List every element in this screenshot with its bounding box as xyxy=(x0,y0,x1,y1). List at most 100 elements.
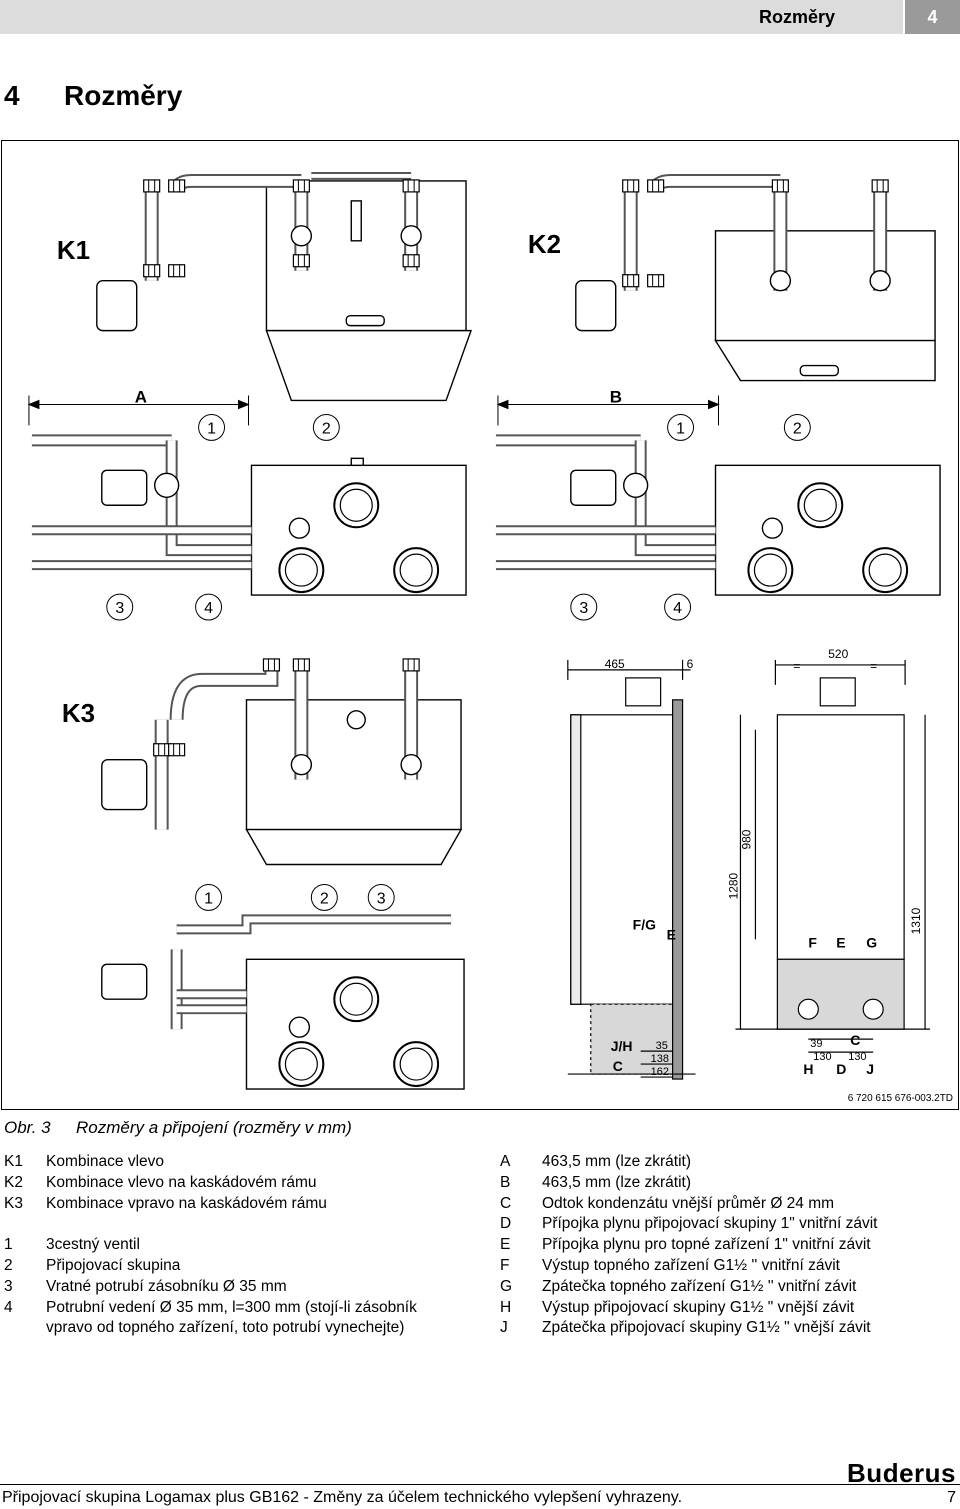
row2-left-port-left xyxy=(278,547,325,594)
row2-right-port-right xyxy=(862,547,909,594)
legend-text: Přípojka plynu připojovací skupiny 1" vn… xyxy=(542,1215,878,1233)
legend-text: Zpátečka připojovací skupiny G1½ " vnějš… xyxy=(542,1319,871,1337)
label-j: J xyxy=(866,1061,874,1077)
legend-key: E xyxy=(500,1236,511,1254)
bottom-left-port-right xyxy=(393,1041,440,1088)
label-e-front: E xyxy=(836,934,845,950)
dimension-a xyxy=(27,395,250,426)
dim-39: 39 xyxy=(810,1038,822,1050)
dim-eq-left: = xyxy=(793,659,800,673)
legend-key: G xyxy=(500,1277,513,1295)
dim-138: 138 xyxy=(651,1053,669,1065)
legend-row: F Výstup topného zařízení G1½ '' vnitřní … xyxy=(500,1256,955,1277)
legend-text: Výstup topného zařízení G1½ '' vnitřní z… xyxy=(542,1256,840,1274)
legend-key: 4 xyxy=(4,1298,13,1316)
row2-right-port-top xyxy=(797,482,844,529)
callout-1-left: 1 xyxy=(207,420,216,437)
callout-2-right: 2 xyxy=(793,420,802,437)
legend-key: K1 xyxy=(4,1153,23,1170)
dim-520: 520 xyxy=(828,647,848,661)
row2-right-port-left xyxy=(747,547,794,594)
dim-1280: 1280 xyxy=(726,872,740,899)
legend-text: Kombinace vpravo na kaskádovém rámu xyxy=(46,1194,327,1212)
header-chapter-number: 4 xyxy=(905,0,960,34)
callout-1-bottom: 1 xyxy=(204,890,213,907)
legend-key: F xyxy=(500,1256,510,1274)
legend-row: G Zpátečka topného zařízení G1½ '' vnitřn… xyxy=(500,1277,955,1298)
row2-left-callouts xyxy=(106,413,340,621)
caption-prefix: Obr. 3 xyxy=(4,1118,51,1137)
figure-caption: Obr. 3 Rozměry a připojení (rozměry v mm) xyxy=(4,1118,352,1138)
legend-row: vpravo od topného zařízení, toto potrubí… xyxy=(4,1318,484,1339)
legend-gap xyxy=(4,1214,484,1235)
legend-row: 1 3cestný ventil xyxy=(4,1235,484,1256)
caption-text: Rozměry a připojení (rozměry v mm) xyxy=(76,1118,352,1137)
label-k3: K3 xyxy=(62,700,95,728)
k3-drawing xyxy=(101,669,463,866)
label-c-front: C xyxy=(850,1032,860,1048)
callout-2-left: 2 xyxy=(322,420,331,437)
legend-text: Zpátečka topného zařízení G1½ '' vnitřní… xyxy=(542,1277,857,1295)
header-title: Rozměry xyxy=(758,7,835,27)
footer-text: Připojovací skupina Logamax plus GB162 -… xyxy=(2,1489,683,1506)
header-bar: Rozměry xyxy=(0,0,903,34)
legend-text: 3cestný ventil xyxy=(46,1236,140,1254)
footer-divider xyxy=(0,1484,960,1485)
callout-1-right: 1 xyxy=(676,420,685,437)
row2-left-port-top xyxy=(333,482,380,529)
legend-key: 1 xyxy=(4,1236,13,1254)
callout-3-left: 3 xyxy=(115,600,124,617)
callout-3-bottom: 3 xyxy=(377,890,386,907)
label-c-side: C xyxy=(613,1058,623,1074)
legend-text: 463,5 mm (lze zkrátit) xyxy=(542,1173,692,1191)
legend-row: 3 Vratné potrubí zásobníku Ø 35 mm xyxy=(4,1277,484,1298)
legend-row: B 463,5 mm (lze zkrátit) xyxy=(500,1173,955,1194)
row2-right-callouts xyxy=(570,413,811,621)
dim-eq-right: = xyxy=(870,659,877,673)
legend-row: 4 Potrubní vedení Ø 35 mm, l=300 mm (stoj… xyxy=(4,1298,484,1319)
callout-4-left: 4 xyxy=(204,600,213,617)
legend-text: Vratné potrubí zásobníku Ø 35 mm xyxy=(46,1277,287,1295)
legend-text: Výstup připojovací skupiny G1½ " vnější … xyxy=(542,1298,855,1316)
label-e-side: E xyxy=(667,926,676,942)
dim-6: 6 xyxy=(687,657,694,671)
legend-key: H xyxy=(500,1298,512,1316)
dim-130-right: 130 xyxy=(848,1051,866,1063)
callout-4-right: 4 xyxy=(673,600,682,617)
legend-text: Potrubní vedení Ø 35 mm, l=300 mm (stojí… xyxy=(46,1298,417,1316)
bottom-left-port-top xyxy=(333,976,380,1023)
bottom-left-callouts xyxy=(195,883,395,911)
legend-row: E Přípojka plynu pro topné zařízení 1" vn… xyxy=(500,1235,955,1256)
legend-text: vpravo od topného zařízení, toto potrubí… xyxy=(46,1319,405,1337)
legend-key: A xyxy=(500,1153,511,1170)
label-fg: F/G xyxy=(633,916,656,932)
legend-key: 3 xyxy=(4,1277,13,1295)
legend-text: Odtok kondenzátu vnější průměr Ø 24 mm xyxy=(542,1194,835,1212)
figure-code: 6 720 615 676-003.2TD xyxy=(848,1093,953,1104)
dimension-b xyxy=(496,395,720,426)
callout-2-bottom: 2 xyxy=(320,890,329,907)
legend-key: 2 xyxy=(4,1256,13,1274)
dim-35: 35 xyxy=(656,1040,668,1052)
k1-drawing xyxy=(96,171,473,402)
legend-key: K3 xyxy=(4,1194,23,1212)
label-k1: K1 xyxy=(57,237,90,265)
legend-key: B xyxy=(500,1173,511,1191)
callout-3-right: 3 xyxy=(579,600,588,617)
legend-key: D xyxy=(500,1215,512,1233)
front-view xyxy=(735,659,931,1053)
technical-drawing: K1 K2 A xyxy=(27,171,953,1104)
dim-1310: 1310 xyxy=(909,907,923,934)
legend-text: Přípojka plynu pro topné zařízení 1" vni… xyxy=(542,1236,871,1254)
dim-465: 465 xyxy=(605,657,625,671)
dim-162: 162 xyxy=(651,1066,669,1078)
buderus-logo: Buderus xyxy=(847,1458,956,1488)
dim-980: 980 xyxy=(739,829,753,849)
